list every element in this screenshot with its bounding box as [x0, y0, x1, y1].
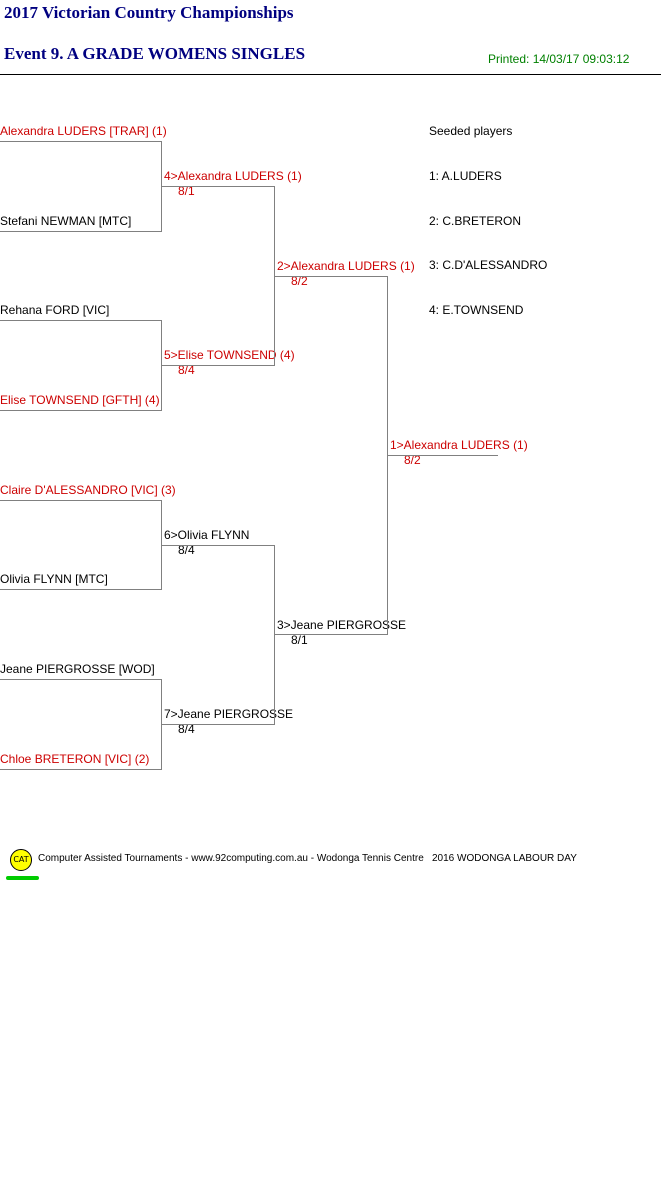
bracket-line: [0, 589, 162, 590]
qf-winner-3: 6>Olivia FLYNN: [164, 528, 250, 542]
footer-credit: Computer Assisted Tournaments - www.92co…: [38, 853, 424, 864]
r1-player-3: Rehana FORD [VIC]: [0, 303, 110, 317]
bracket-line: [0, 231, 162, 232]
r1-player-4: Elise TOWNSEND [GFTH] (4): [0, 393, 160, 407]
footer-tournament: 2016 WODONGA LABOUR DAY: [432, 853, 577, 864]
seeded-player-3: 3: C.D'ALESSANDRO: [429, 258, 548, 272]
bracket-line: [0, 141, 162, 142]
final-score: 8/2: [404, 453, 421, 467]
qf-score-3: 8/4: [178, 543, 195, 557]
cat-logo-icon: CAT: [10, 849, 32, 871]
bracket-line: [161, 545, 275, 546]
bracket-line: [274, 276, 388, 277]
qf-score-4: 8/4: [178, 722, 195, 736]
sf-score-2: 8/1: [291, 633, 308, 647]
r1-player-8: Chloe BRETERON [VIC] (2): [0, 752, 150, 766]
qf-winner-2: 5>Elise TOWNSEND (4): [164, 348, 295, 362]
seeded-player-4: 4: E.TOWNSEND: [429, 303, 524, 317]
sf-winner-1: 2>Alexandra LUDERS (1): [277, 259, 415, 273]
bracket-line: [0, 410, 162, 411]
bracket-line: [161, 365, 275, 366]
bracket-line: [274, 186, 275, 365]
cat-logo-underline: [6, 876, 39, 880]
sf-score-1: 8/2: [291, 274, 308, 288]
bracket-line: [161, 724, 275, 725]
seeded-player-1: 1: A.LUDERS: [429, 169, 502, 183]
seeded-players-heading: Seeded players: [429, 124, 513, 138]
seeded-player-2: 2: C.BRETERON: [429, 214, 522, 228]
event-title: Event 9. A GRADE WOMENS SINGLES: [4, 44, 306, 63]
bracket-line: [274, 634, 388, 635]
sf-winner-2: 3>Jeane PIERGROSSE: [277, 618, 407, 632]
qf-winner-1: 4>Alexandra LUDERS (1): [164, 169, 302, 183]
qf-score-2: 8/4: [178, 363, 195, 377]
bracket-line: [161, 186, 275, 187]
r1-player-5: Claire D'ALESSANDRO [VIC] (3): [0, 483, 176, 497]
bracket-line: [0, 679, 162, 680]
qf-winner-4: 7>Jeane PIERGROSSE: [164, 707, 294, 721]
qf-score-1: 8/1: [178, 184, 195, 198]
final-winner: 1>Alexandra LUDERS (1): [390, 438, 528, 452]
bracket-line: [0, 769, 162, 770]
bracket-line: [0, 500, 162, 501]
bracket-line: [161, 500, 162, 589]
tournament-title: 2017 Victorian Country Championships: [4, 3, 294, 22]
r1-player-7: Jeane PIERGROSSE [WOD]: [0, 662, 155, 676]
bracket-line: [0, 320, 162, 321]
header-rule: [0, 74, 661, 75]
r1-player-2: Stefani NEWMAN [MTC]: [0, 214, 132, 228]
bracket-line: [387, 455, 498, 456]
printed-timestamp: Printed: 14/03/17 09:03:12: [488, 52, 630, 66]
r1-player-6: Olivia FLYNN [MTC]: [0, 572, 108, 586]
r1-player-1: Alexandra LUDERS [TRAR] (1): [0, 124, 167, 138]
